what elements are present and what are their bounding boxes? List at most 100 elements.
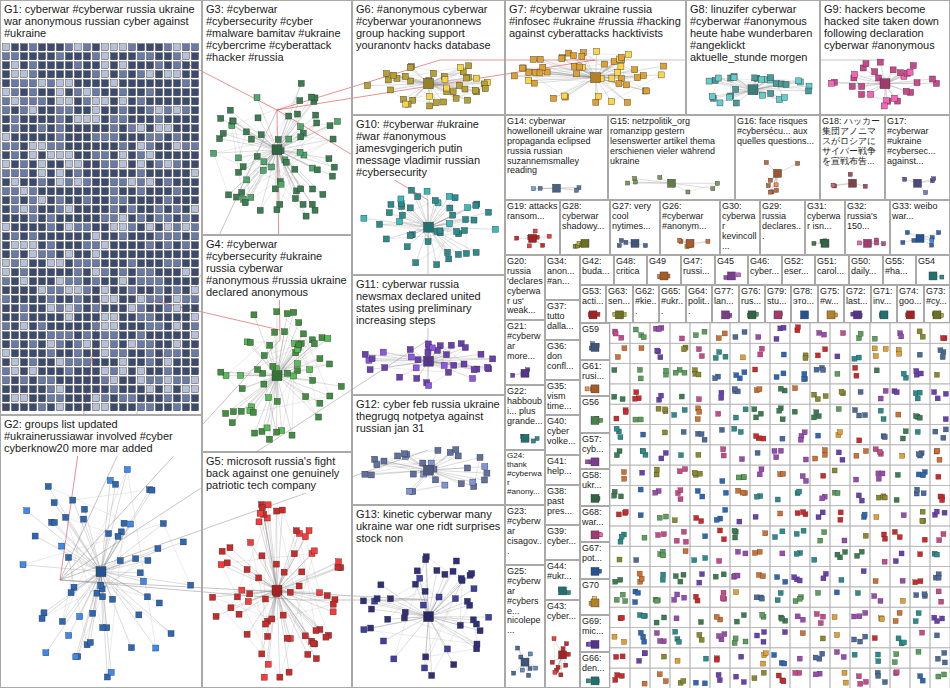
vertex-icon (120, 278, 127, 285)
vertex-icon (102, 116, 109, 123)
vertex-icon (30, 62, 37, 69)
tie-line (221, 118, 277, 149)
vertex-icon (192, 314, 199, 321)
vertex-icon (183, 206, 190, 213)
vertex-icon (129, 341, 136, 348)
vertex-icon (106, 531, 112, 537)
tie-line (277, 511, 306, 636)
vertex-icon (102, 332, 109, 339)
tie-line (48, 486, 130, 524)
vertex-icon (111, 170, 118, 177)
vertex-icon (147, 62, 154, 69)
tie-line (222, 551, 277, 590)
vertex-icon (129, 368, 136, 375)
vertex-icon (129, 377, 136, 384)
vertex-icon (93, 305, 100, 312)
vertex-icon (3, 296, 10, 303)
tie-line (62, 572, 101, 622)
vertex-icon (165, 53, 172, 60)
vertex-icon (330, 136, 336, 142)
vertex-icon (3, 134, 10, 141)
tie-line (277, 339, 328, 376)
vertex-icon (3, 44, 10, 51)
vertex-icon (66, 71, 73, 78)
vertex-icon (30, 323, 37, 330)
tie-line (101, 585, 148, 597)
vertex-icon (39, 404, 46, 411)
vertex-icon (165, 305, 172, 312)
vertex-icon (183, 161, 190, 168)
vertex-icon (138, 80, 145, 87)
vertex-icon (21, 323, 28, 330)
vertex-icon (138, 44, 145, 51)
vertex-icon (57, 197, 64, 204)
vertex-icon (165, 287, 172, 294)
vertex-icon (120, 377, 127, 384)
vertex-icon (165, 242, 172, 249)
vertex-icon (138, 206, 145, 213)
vertex-icon (258, 132, 264, 138)
vertex-icon (156, 404, 163, 411)
tie-line (260, 123, 317, 210)
vertex-icon (12, 134, 19, 141)
vertex-icon (66, 233, 73, 240)
tie-line (101, 470, 127, 572)
vertex-icon (183, 233, 190, 240)
tie-line (429, 361, 473, 378)
vertex-icon (100, 625, 106, 631)
vertex-icon (165, 62, 172, 69)
tie-line (429, 617, 477, 649)
vertex-icon (183, 98, 190, 105)
vertex-icon (84, 197, 91, 204)
vertex-icon (93, 368, 100, 375)
vertex-icon (124, 467, 130, 473)
vertex-icon (120, 233, 127, 240)
vertex-icon (111, 215, 118, 222)
vertex-icon (84, 377, 91, 384)
vertex-icon (120, 314, 127, 321)
tie-line (277, 150, 334, 167)
vertex-icon (183, 152, 190, 159)
vertex-icon (298, 134, 304, 140)
vertex-icon (21, 341, 28, 348)
tie-line (277, 150, 303, 205)
vertex-icon (129, 386, 136, 393)
tie-line (429, 212, 489, 227)
tie-line (277, 338, 322, 376)
vertex-icon (120, 152, 127, 159)
vertex-icon (156, 152, 163, 159)
tie-line (46, 572, 101, 653)
vertex-icon (226, 192, 232, 198)
tie-line (429, 601, 468, 616)
vertex-icon (66, 80, 73, 87)
vertex-icon (129, 233, 136, 240)
vertex-icon (39, 359, 46, 366)
vertex-icon (66, 44, 73, 51)
vertex-icon (75, 89, 82, 96)
vertex-icon (102, 53, 109, 60)
vertex-icon (39, 260, 46, 267)
link-lines (23, 51, 942, 681)
vertex-icon (57, 278, 64, 285)
vertex-icon (174, 404, 181, 411)
vertex-icon (120, 134, 127, 141)
vertex-icon (87, 639, 93, 645)
vertex-icon (66, 98, 73, 105)
tie-line (254, 315, 277, 376)
vertex-icon (3, 368, 10, 375)
tie-line (426, 557, 462, 581)
tie-line (226, 376, 252, 407)
tie-line (277, 114, 297, 150)
tie-line (416, 234, 459, 263)
tie-line (101, 484, 116, 571)
vertex-icon (120, 359, 127, 366)
tie-line (27, 511, 101, 572)
vertex-icon (147, 314, 154, 321)
vertex-icon (12, 89, 19, 96)
vertex-icon (66, 323, 73, 330)
tie-line (42, 561, 148, 619)
tie-line (301, 344, 312, 381)
vertex-icon (32, 533, 38, 539)
vertex-icon (309, 201, 315, 207)
vertex-icon (39, 350, 46, 357)
